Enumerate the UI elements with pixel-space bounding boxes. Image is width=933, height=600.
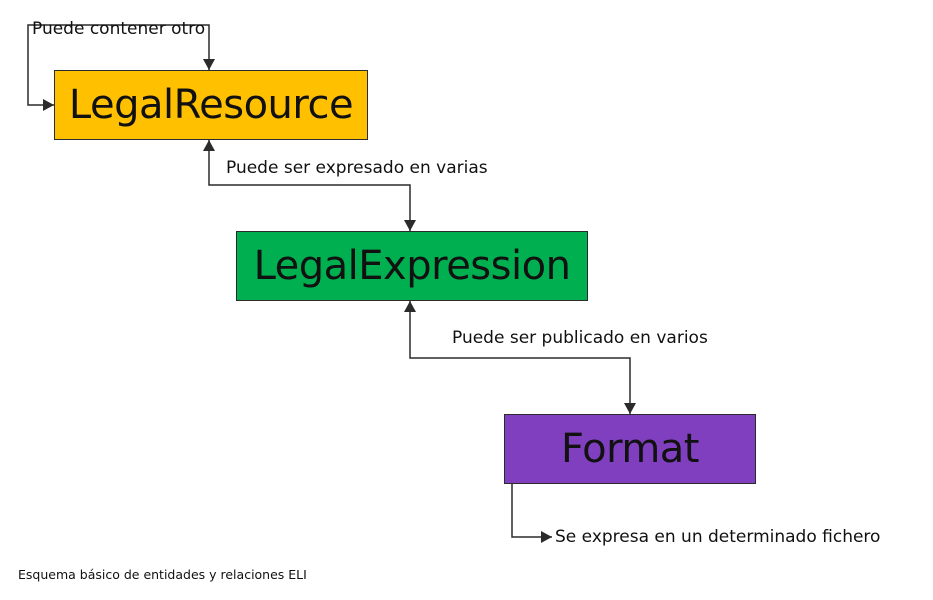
edge-label-published: Puede ser publicado en varios bbox=[452, 328, 708, 348]
resource-expression-connector bbox=[208, 140, 411, 231]
edge-label-contains: Puede contener otro bbox=[32, 19, 206, 39]
diagram-caption: Esquema básico de entidades y relaciones… bbox=[18, 567, 307, 582]
expression-format-connector bbox=[409, 301, 631, 414]
resource-expression-arrowhead-up bbox=[203, 140, 215, 151]
format-label: Format bbox=[561, 426, 699, 472]
self-loop-arrowhead-left bbox=[43, 99, 54, 111]
format-file-connector bbox=[511, 484, 552, 538]
edge-label-expressed: Puede ser expresado en varias bbox=[226, 158, 488, 178]
expression-format-arrowhead-down bbox=[624, 403, 636, 414]
self-loop-arrowhead-top bbox=[203, 59, 215, 70]
legal-expression-label: LegalExpression bbox=[253, 243, 571, 289]
resource-expression-arrowhead-down bbox=[404, 220, 416, 231]
legal-resource-node: LegalResource bbox=[54, 70, 368, 140]
format-node: Format bbox=[504, 414, 756, 484]
format-file-arrowhead bbox=[541, 531, 552, 543]
legal-resource-label: LegalResource bbox=[68, 82, 354, 128]
edge-label-file: Se expresa en un determinado fichero bbox=[555, 527, 881, 547]
legal-expression-node: LegalExpression bbox=[236, 231, 588, 301]
self-loop-connector bbox=[27, 24, 210, 106]
expression-format-arrowhead-up bbox=[404, 301, 416, 312]
